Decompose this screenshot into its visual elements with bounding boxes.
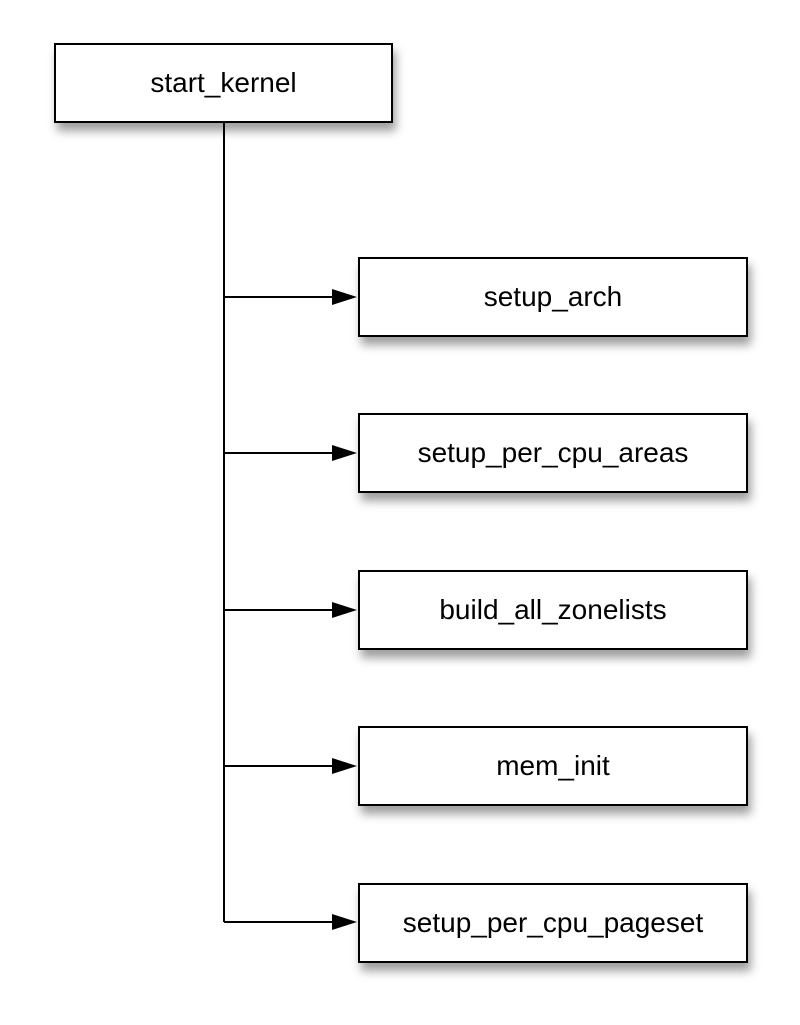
- arrowhead-mem-init: [332, 758, 357, 774]
- arrowhead-setup-arch: [332, 289, 357, 305]
- root-node-label: start_kernel: [150, 67, 297, 98]
- child-node-box-setup-arch: setup_arch: [358, 257, 748, 337]
- child-node-label: setup_per_cpu_areas: [417, 437, 689, 468]
- child-node-box-setup-per-cpu-areas: setup_per_cpu_areas: [358, 413, 748, 493]
- arrowhead-build-all-zonelists: [332, 602, 357, 618]
- child-node-label: setup_arch: [483, 281, 623, 312]
- child-node-box-build-all-zonelists: build_all_zonelists: [358, 570, 748, 650]
- child-node-label: build_all_zonelists: [439, 594, 667, 625]
- child-node-box-setup-per-cpu-pageset: setup_per_cpu_pageset: [358, 883, 748, 963]
- arrowhead-setup-per-cpu-pageset: [332, 914, 357, 930]
- child-node-label: setup_per_cpu_pageset: [402, 907, 704, 938]
- root-node-box: start_kernel: [54, 43, 393, 123]
- arrowhead-setup-per-cpu-areas: [332, 445, 357, 461]
- child-node-box-mem-init: mem_init: [358, 726, 748, 806]
- child-node-label: mem_init: [496, 750, 610, 781]
